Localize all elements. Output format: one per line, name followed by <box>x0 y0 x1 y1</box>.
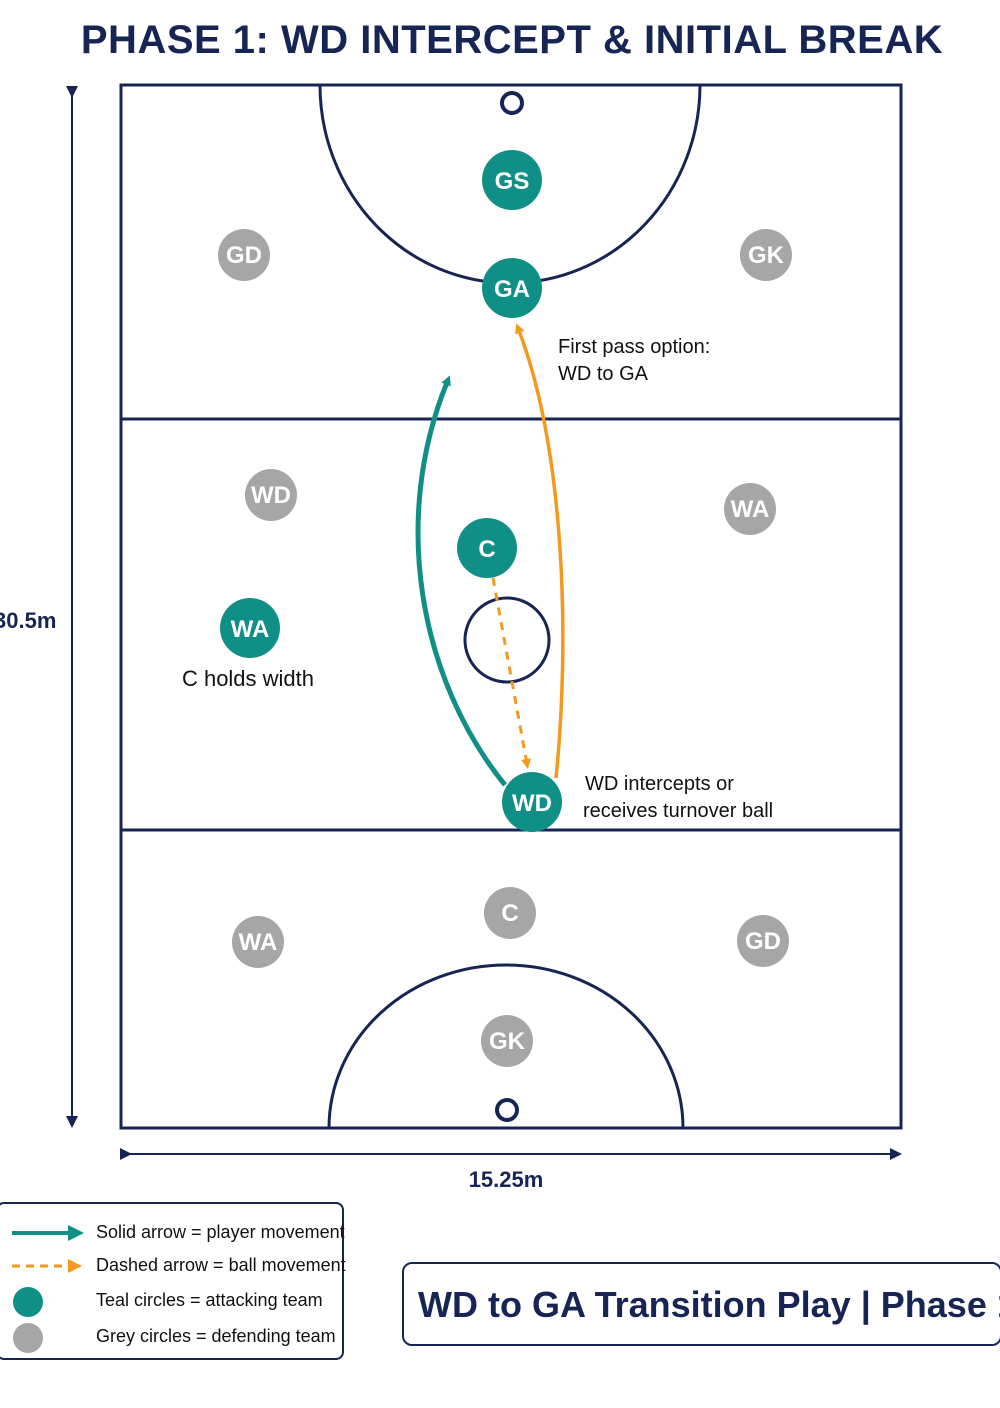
goal-post-top <box>500 91 524 115</box>
attacker-wd: WD <box>502 772 562 832</box>
wd-to-ga-pass-arrow <box>515 323 565 779</box>
svg-text:WD: WD <box>251 482 291 509</box>
wd-player-movement-arrow <box>415 375 507 787</box>
svg-text:GK: GK <box>748 242 785 269</box>
footer-caption: WD to GA Transition Play | Phase 1 <box>418 1284 1000 1325</box>
defender-wa-mid: WA <box>724 483 776 535</box>
legend-teal-label: Teal circles = attacking team <box>96 1290 323 1310</box>
legend: Solid arrow = player movement Dashed arr… <box>0 1202 346 1360</box>
court-diagram: 30.5m 15.25m GD GK WD WA WA C GD GK GS <box>0 83 903 1192</box>
width-dimension-label: 15.25m <box>469 1167 544 1192</box>
solid-arrow-icon <box>12 1225 84 1241</box>
svg-text:GK: GK <box>489 1028 526 1055</box>
dashed-arrow-icon <box>12 1259 82 1273</box>
defender-wd-mid: WD <box>245 469 297 521</box>
goal-post-bottom <box>495 1098 519 1122</box>
svg-text:GD: GD <box>226 242 262 269</box>
centre-circle <box>463 596 551 684</box>
svg-text:GD: GD <box>745 928 781 955</box>
svg-text:WA: WA <box>731 496 770 523</box>
legend-dashed-label: Dashed arrow = ball movement <box>96 1255 346 1275</box>
attacker-wa: WA <box>220 598 280 658</box>
first-pass-annotation-line1: First pass option: <box>558 336 710 358</box>
c-to-wd-ball-arrow <box>491 577 532 769</box>
svg-text:GS: GS <box>495 168 530 195</box>
svg-text:GA: GA <box>494 276 530 303</box>
svg-text:WA: WA <box>239 929 278 956</box>
defender-gk-top: GK <box>740 229 792 281</box>
page-title: PHASE 1: WD INTERCEPT & INITIAL BREAK <box>80 18 944 62</box>
wd-intercepts-annotation-line2: receives turnover ball <box>583 800 773 822</box>
legend-row-teal: Teal circles = attacking team <box>0 1286 346 1317</box>
length-dimension-label: 30.5m <box>0 608 56 633</box>
attacker-c: C <box>457 518 517 578</box>
footer-caption-box: WD to GA Transition Play | Phase 1 <box>402 1262 1000 1346</box>
svg-text:C: C <box>501 900 518 927</box>
defender-gd-top: GD <box>218 229 270 281</box>
court-outline <box>119 83 903 1130</box>
legend-grey-label: Grey circles = defending team <box>96 1326 336 1346</box>
c-holds-width-annotation: C holds width <box>182 666 314 691</box>
svg-text:WA: WA <box>231 616 270 643</box>
attacker-ga: GA <box>482 258 542 318</box>
shooting-circle-bottom <box>327 963 685 1129</box>
legend-row-solid: Solid arrow = player movement <box>0 1218 346 1248</box>
defender-gk-bottom: GK <box>481 1015 533 1067</box>
wd-intercepts-annotation-line1: WD intercepts or <box>585 773 734 795</box>
teal-circle-icon <box>13 1287 43 1317</box>
defender-wa-bottom: WA <box>232 916 284 968</box>
defender-gd-bottom: GD <box>737 915 789 967</box>
legend-row-dashed: Dashed arrow = ball movement <box>0 1251 346 1281</box>
grey-circle-icon <box>13 1323 43 1353</box>
attacker-gs: GS <box>482 150 542 210</box>
svg-text:C: C <box>478 536 495 563</box>
legend-row-grey: Grey circles = defending team <box>0 1322 346 1353</box>
svg-text:WD: WD <box>512 790 552 817</box>
defender-c-bottom: C <box>484 887 536 939</box>
legend-solid-label: Solid arrow = player movement <box>96 1222 345 1242</box>
first-pass-annotation-line2: WD to GA <box>558 363 649 385</box>
